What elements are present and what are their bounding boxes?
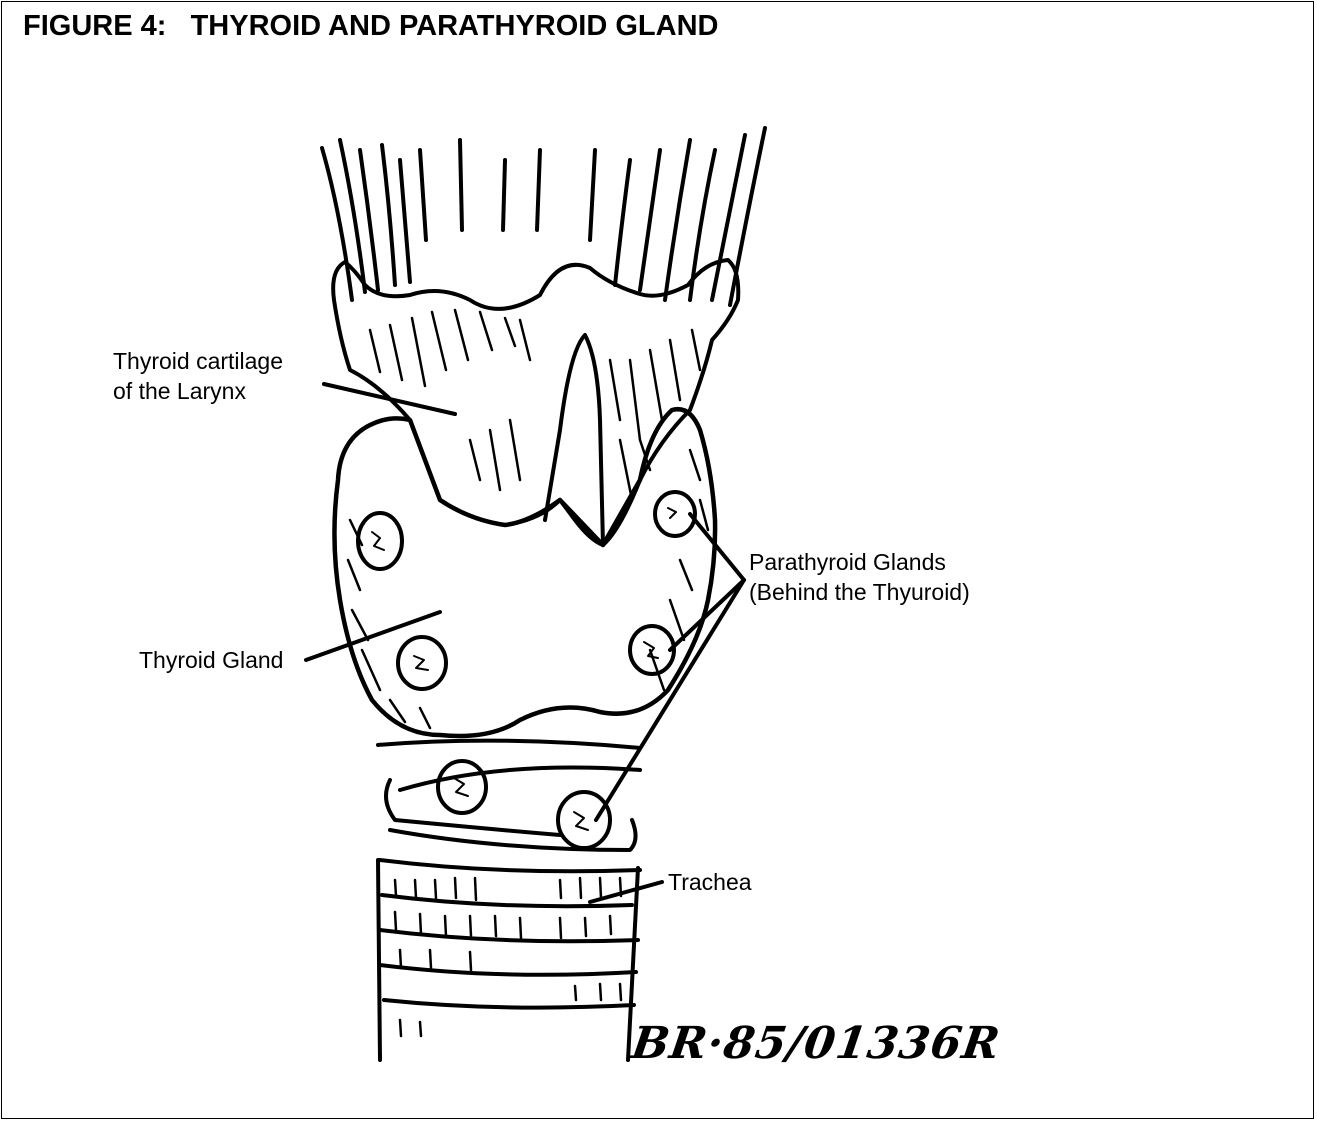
label-thyroid-cartilage: Thyroid cartilage of the Larynx — [113, 346, 283, 406]
label-parathyroid-line1: Parathyroid Glands — [749, 547, 970, 577]
leader-parathyroid-3 — [596, 580, 744, 820]
artist-signature: BR·85/01336R — [628, 1018, 1003, 1069]
label-thyroid-gland: Thyroid Gland — [139, 645, 283, 675]
parathyroid-glands — [358, 492, 695, 848]
parathyroid-texture — [372, 508, 676, 830]
leader-thyroid-cartilage — [324, 384, 455, 414]
label-parathyroid-glands: Parathyroid Glands (Behind the Thyuroid) — [749, 547, 970, 607]
label-parathyroid-line2: (Behind the Thyuroid) — [749, 577, 970, 607]
label-thyroid-cartilage-line1: Thyroid cartilage — [113, 346, 283, 376]
label-thyroid-cartilage-line2: of the Larynx — [113, 376, 283, 406]
label-trachea: Trachea — [668, 867, 752, 897]
thyroid-cartilage-outline — [333, 260, 738, 545]
neck-muscles — [322, 128, 765, 305]
thyroid-shading — [348, 450, 708, 728]
thyroid-gland-outline — [334, 409, 715, 736]
leader-lines — [306, 384, 744, 902]
